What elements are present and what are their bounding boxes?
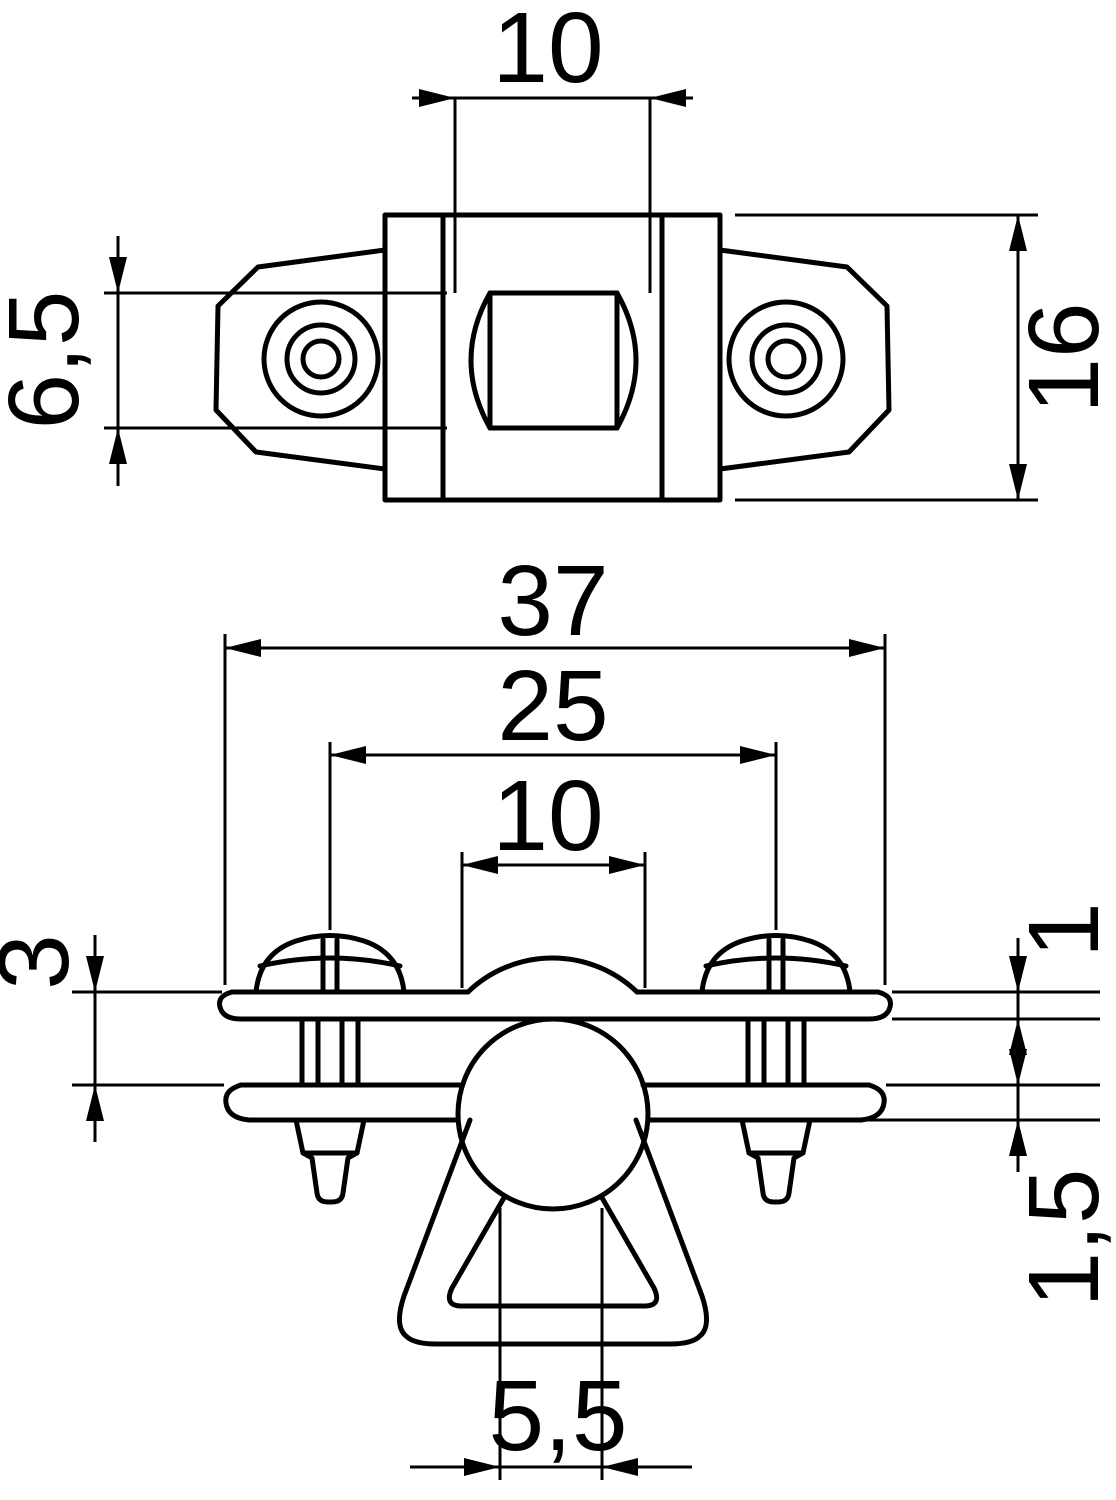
arrowhead bbox=[1009, 1049, 1027, 1085]
dimension-front-hole-spacing: 25 bbox=[328, 650, 778, 930]
arrowhead bbox=[109, 257, 127, 293]
dim-label-top-slot-height: 6,5 bbox=[0, 290, 100, 429]
dim-label-plate-gap: 3 bbox=[0, 934, 90, 990]
arrowhead bbox=[740, 746, 776, 764]
dim-label-overall-width: 37 bbox=[497, 545, 608, 657]
dimension-front-overall-width: 37 bbox=[223, 545, 887, 985]
dim-label-top-slot-width: 10 bbox=[492, 0, 603, 104]
arrowhead bbox=[1009, 1120, 1027, 1156]
screw-shank-left bbox=[299, 1016, 361, 1088]
left-wing-outline bbox=[213, 247, 388, 472]
arrowhead bbox=[1009, 215, 1027, 251]
arrowhead bbox=[650, 89, 686, 107]
screw-right-top bbox=[726, 299, 846, 419]
center-slot bbox=[468, 290, 639, 431]
dimension-front-upper-thickness: 1 bbox=[892, 902, 1116, 1073]
screw-left-top bbox=[261, 299, 381, 419]
dim-label-saddle-width: 10 bbox=[492, 760, 603, 872]
right-wing-outline bbox=[717, 247, 892, 472]
screw-head-right bbox=[699, 933, 853, 995]
top-view: 10 6,5 16 bbox=[0, 0, 1116, 503]
arrowhead bbox=[86, 956, 104, 992]
center-block-outline bbox=[382, 212, 723, 503]
front-view-body bbox=[217, 933, 893, 1347]
arrowhead bbox=[464, 1458, 500, 1476]
dim-label-upper-thickness: 1 bbox=[1008, 902, 1116, 958]
arrowhead bbox=[1009, 956, 1027, 992]
arrowhead bbox=[419, 89, 455, 107]
arrowhead bbox=[330, 746, 366, 764]
arrowhead bbox=[849, 639, 885, 657]
ferrule-right bbox=[739, 1117, 813, 1205]
dimension-top-slot-height: 6,5 bbox=[0, 236, 447, 486]
lower-plate bbox=[223, 1082, 887, 1123]
phillips-slot-icon bbox=[320, 937, 340, 993]
pipe-circle bbox=[455, 1016, 651, 1212]
ferrule-left bbox=[293, 1117, 367, 1205]
arrowhead bbox=[609, 856, 645, 874]
bracket-inner-outline bbox=[446, 1193, 660, 1309]
dimension-front-bottom-slot: 5,5 bbox=[410, 1208, 692, 1480]
dim-label-lower-thickness: 1,5 bbox=[1008, 1168, 1116, 1307]
bracket-outer-outline bbox=[397, 1117, 709, 1347]
dim-label-bottom-slot: 5,5 bbox=[488, 1360, 627, 1472]
top-view-body bbox=[213, 212, 892, 503]
screw-head-left bbox=[253, 933, 407, 995]
front-view: 37 25 10 3 bbox=[0, 545, 1116, 1480]
dimension-front-saddle-width: 10 bbox=[460, 760, 647, 988]
arrowhead bbox=[1009, 464, 1027, 500]
arrowhead bbox=[462, 856, 498, 874]
bottom-bracket bbox=[397, 1117, 709, 1347]
phillips-slot-icon bbox=[766, 937, 786, 993]
dimension-top-slot-width: 10 bbox=[412, 0, 693, 293]
dimension-front-lower-thickness: 1,5 bbox=[864, 1032, 1116, 1308]
dim-label-top-body-height: 16 bbox=[1008, 302, 1116, 413]
screw-shank-right bbox=[745, 1016, 807, 1088]
arrowhead bbox=[86, 1085, 104, 1121]
dimension-front-plate-gap: 3 bbox=[0, 934, 224, 1142]
arrowhead bbox=[225, 639, 261, 657]
dimension-top-body-height: 16 bbox=[735, 213, 1116, 502]
upper-plate bbox=[217, 955, 893, 1022]
saddle-dome bbox=[465, 955, 640, 995]
arrowhead bbox=[602, 1458, 638, 1476]
dim-label-hole-spacing: 25 bbox=[497, 650, 608, 762]
arrowhead bbox=[109, 428, 127, 464]
